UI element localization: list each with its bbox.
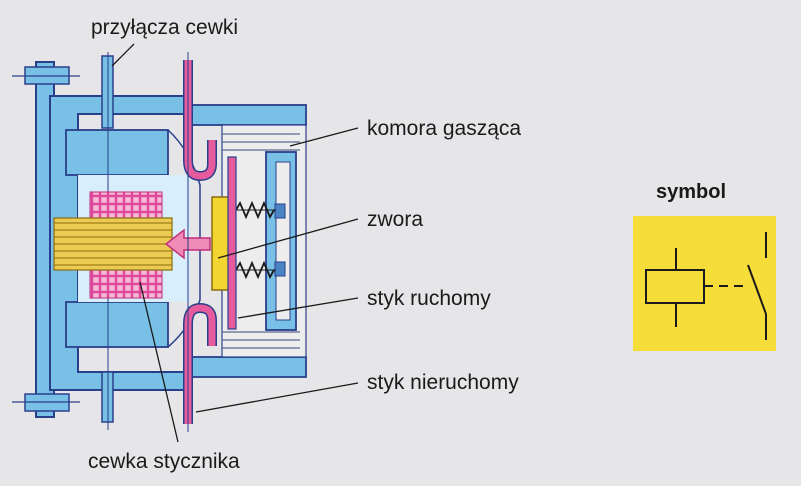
leader-lines (111, 43, 359, 443)
label-arc-chamber: komora gasząca (367, 117, 522, 140)
label-armature: zwora (367, 208, 424, 231)
symbol-heading: symbol (656, 181, 727, 203)
fixed-contact (183, 52, 217, 432)
label-fixed-contact: styk nieruchomy (367, 371, 519, 394)
label-contactor-coil: cewka stycznika (88, 450, 240, 473)
magnetic-core (53, 217, 173, 271)
contactor-coil (89, 191, 163, 299)
label-coil-terminals: przyłącza cewki (91, 16, 239, 39)
label-moving-contact: styk ruchomy (367, 287, 491, 310)
return-springs (234, 200, 276, 280)
contactor-symbol (645, 232, 767, 340)
symbol-panel (633, 216, 776, 351)
moving-contact (227, 156, 237, 330)
